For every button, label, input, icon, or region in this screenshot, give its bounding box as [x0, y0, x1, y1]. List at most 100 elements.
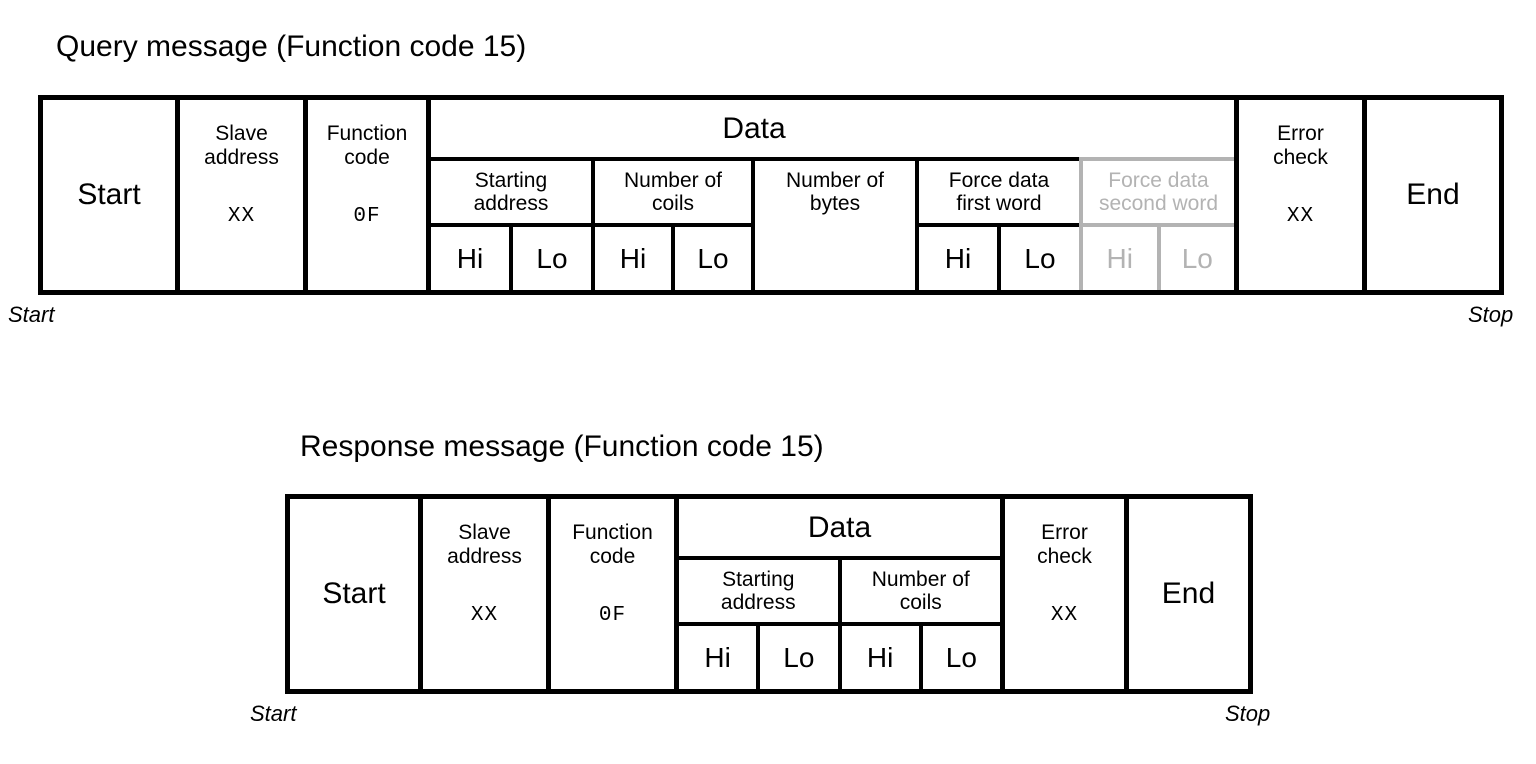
- response-field-number-of-coils-line2: coils: [899, 591, 942, 614]
- query-slave-address-value: XX: [227, 205, 256, 229]
- query-data-fields-row: Starting address Hi Lo Number of coils: [431, 157, 1235, 290]
- response-error-check-value: XX: [1050, 604, 1079, 628]
- response-function-code-label-line2: code: [589, 544, 636, 568]
- query-starting-address-hi: Hi: [456, 242, 484, 274]
- response-error-check-cell: Error check XX: [1005, 499, 1124, 689]
- response-slave-address-label-line2: address: [447, 544, 522, 568]
- response-error-check-label-line1: Error: [1041, 521, 1088, 544]
- response-message-frame: Start Slave address XX Function code 0F …: [285, 494, 1253, 694]
- query-function-code-label-line1: Function: [326, 122, 408, 145]
- query-field-force-data-first-word: Force data first word Hi Lo: [914, 157, 1079, 290]
- response-function-code-value: 0F: [598, 604, 627, 628]
- response-number-of-coils-hi: Hi: [866, 641, 894, 673]
- query-slave-address-column: Slave address XX: [175, 100, 303, 290]
- query-error-check-cell: Error check XX: [1239, 100, 1362, 290]
- query-slave-address-label-line1: Slave: [215, 122, 268, 145]
- query-number-of-coils-lo: Lo: [671, 227, 751, 290]
- query-number-of-coils-hi: Hi: [619, 242, 647, 274]
- response-data-column: Data Starting address Hi Lo: [674, 499, 1000, 689]
- query-field-force-data-second-word-title: Force data second word: [1083, 161, 1234, 223]
- query-starting-address-lo: Lo: [509, 227, 591, 290]
- response-data-header-row: Data: [679, 499, 1000, 556]
- query-error-check-value: XX: [1286, 205, 1315, 229]
- response-number-of-coils-lo: Lo: [918, 626, 1000, 689]
- response-slave-address-label-line1: Slave: [458, 521, 511, 544]
- response-field-number-of-coils: Number of coils Hi Lo: [837, 556, 1001, 689]
- query-field-number-of-bytes-line1: Number of: [785, 168, 885, 192]
- response-message-title: Response message (Function code 15): [300, 430, 824, 463]
- response-stop-caption: Stop: [1225, 701, 1271, 726]
- query-field-force-data-first-word-line2: first word: [956, 192, 1042, 215]
- query-field-force-data-second-word: Force data second word Hi Lo: [1078, 157, 1235, 290]
- query-field-number-of-coils-line2: coils: [651, 192, 694, 215]
- response-field-starting-address-title: Starting address: [679, 560, 838, 622]
- response-field-number-of-coils-line1: Number of: [871, 567, 970, 591]
- response-error-check-label-line2: check: [1037, 544, 1092, 568]
- response-function-code-cell: Function code 0F: [551, 499, 674, 689]
- query-end-column: End: [1362, 100, 1499, 290]
- response-error-check-column: Error check XX: [1000, 499, 1124, 689]
- response-data-fields-row: Starting address Hi Lo Number of coils: [679, 556, 1000, 689]
- response-field-starting-address-line2: address: [720, 591, 796, 614]
- query-start-column: Start: [43, 100, 175, 290]
- response-function-code-column: Function code 0F: [546, 499, 674, 689]
- response-start-label: Start: [322, 577, 386, 611]
- response-field-number-of-coils-subcells: Hi Lo: [841, 622, 1000, 689]
- query-field-force-data-second-word-line1: Force data: [1108, 168, 1209, 192]
- response-data-header-label: Data: [807, 510, 872, 544]
- query-field-number-of-coils-title: Number of coils: [595, 161, 751, 223]
- query-function-code-cell: Function code 0F: [308, 100, 426, 290]
- response-field-number-of-coils-title: Number of coils: [842, 560, 1001, 622]
- query-message-frame: Start Slave address XX Function code 0F …: [38, 95, 1504, 295]
- query-field-number-of-bytes-line2: bytes: [809, 192, 861, 215]
- query-field-starting-address-subcells: Hi Lo: [431, 223, 591, 290]
- query-function-code-column: Function code 0F: [303, 100, 426, 290]
- response-slave-address-column: Slave address XX: [418, 499, 546, 689]
- response-slave-address-cell: Slave address XX: [423, 499, 546, 689]
- query-force-data-second-word-hi: Hi: [1106, 242, 1133, 274]
- query-field-force-data-first-word-line1: Force data: [948, 168, 1050, 192]
- response-starting-address-lo: Lo: [756, 626, 837, 689]
- query-field-starting-address-title: Starting address: [431, 161, 591, 223]
- query-start-label: Start: [77, 178, 141, 212]
- query-field-starting-address: Starting address Hi Lo: [431, 157, 591, 290]
- query-field-force-data-second-word-line2: second word: [1098, 192, 1219, 215]
- query-field-number-of-coils-line1: Number of: [623, 168, 723, 192]
- query-error-check-label-line2: check: [1273, 145, 1328, 169]
- query-data-header-label: Data: [722, 111, 786, 145]
- query-field-starting-address-line1: Starting: [474, 168, 548, 192]
- query-force-data-first-word-hi: Hi: [944, 242, 972, 274]
- query-error-check-label-line1: Error: [1277, 122, 1324, 145]
- query-field-number-of-coils-subcells: Hi Lo: [594, 223, 751, 290]
- query-start-caption: Start: [8, 302, 55, 327]
- query-field-force-data-first-word-title: Force data first word: [919, 161, 1079, 223]
- query-force-data-first-word-lo: Lo: [996, 227, 1079, 290]
- query-field-number-of-bytes: Number of bytes: [751, 157, 915, 290]
- query-data-column: Data Starting address Hi Lo: [426, 100, 1235, 290]
- response-field-starting-address-line1: Starting: [722, 567, 795, 591]
- query-stop-caption: Stop: [1468, 302, 1514, 327]
- query-data-header-row: Data: [431, 100, 1234, 157]
- query-function-code-value: 0F: [353, 205, 381, 229]
- response-start-caption: Start: [250, 701, 297, 726]
- response-starting-address-hi: Hi: [704, 641, 731, 673]
- query-end-label: End: [1406, 178, 1460, 212]
- query-slave-address-cell: Slave address XX: [180, 100, 303, 290]
- response-field-starting-address-subcells: Hi Lo: [679, 622, 838, 689]
- response-data-group: Data Starting address Hi Lo: [679, 499, 1000, 689]
- query-field-starting-address-line2: address: [473, 192, 549, 215]
- query-function-code-label-line2: code: [344, 145, 390, 169]
- query-slave-address-label-line2: address: [204, 145, 279, 169]
- query-field-force-data-first-word-subcells: Hi Lo: [918, 223, 1079, 290]
- response-function-code-label-line1: Function: [572, 521, 653, 544]
- response-slave-address-value: XX: [470, 604, 499, 628]
- query-field-number-of-coils: Number of coils Hi Lo: [590, 157, 751, 290]
- query-field-force-data-second-word-subcells: Hi Lo: [1082, 223, 1235, 290]
- query-data-group: Data Starting address Hi Lo: [431, 100, 1235, 290]
- response-field-starting-address: Starting address Hi Lo: [679, 556, 838, 689]
- query-message-title: Query message (Function code 15): [56, 30, 527, 63]
- response-start-column: Start: [290, 499, 418, 689]
- query-force-data-second-word-lo: Lo: [1156, 227, 1235, 290]
- query-error-check-column: Error check XX: [1234, 100, 1362, 290]
- response-end-label: End: [1161, 577, 1216, 611]
